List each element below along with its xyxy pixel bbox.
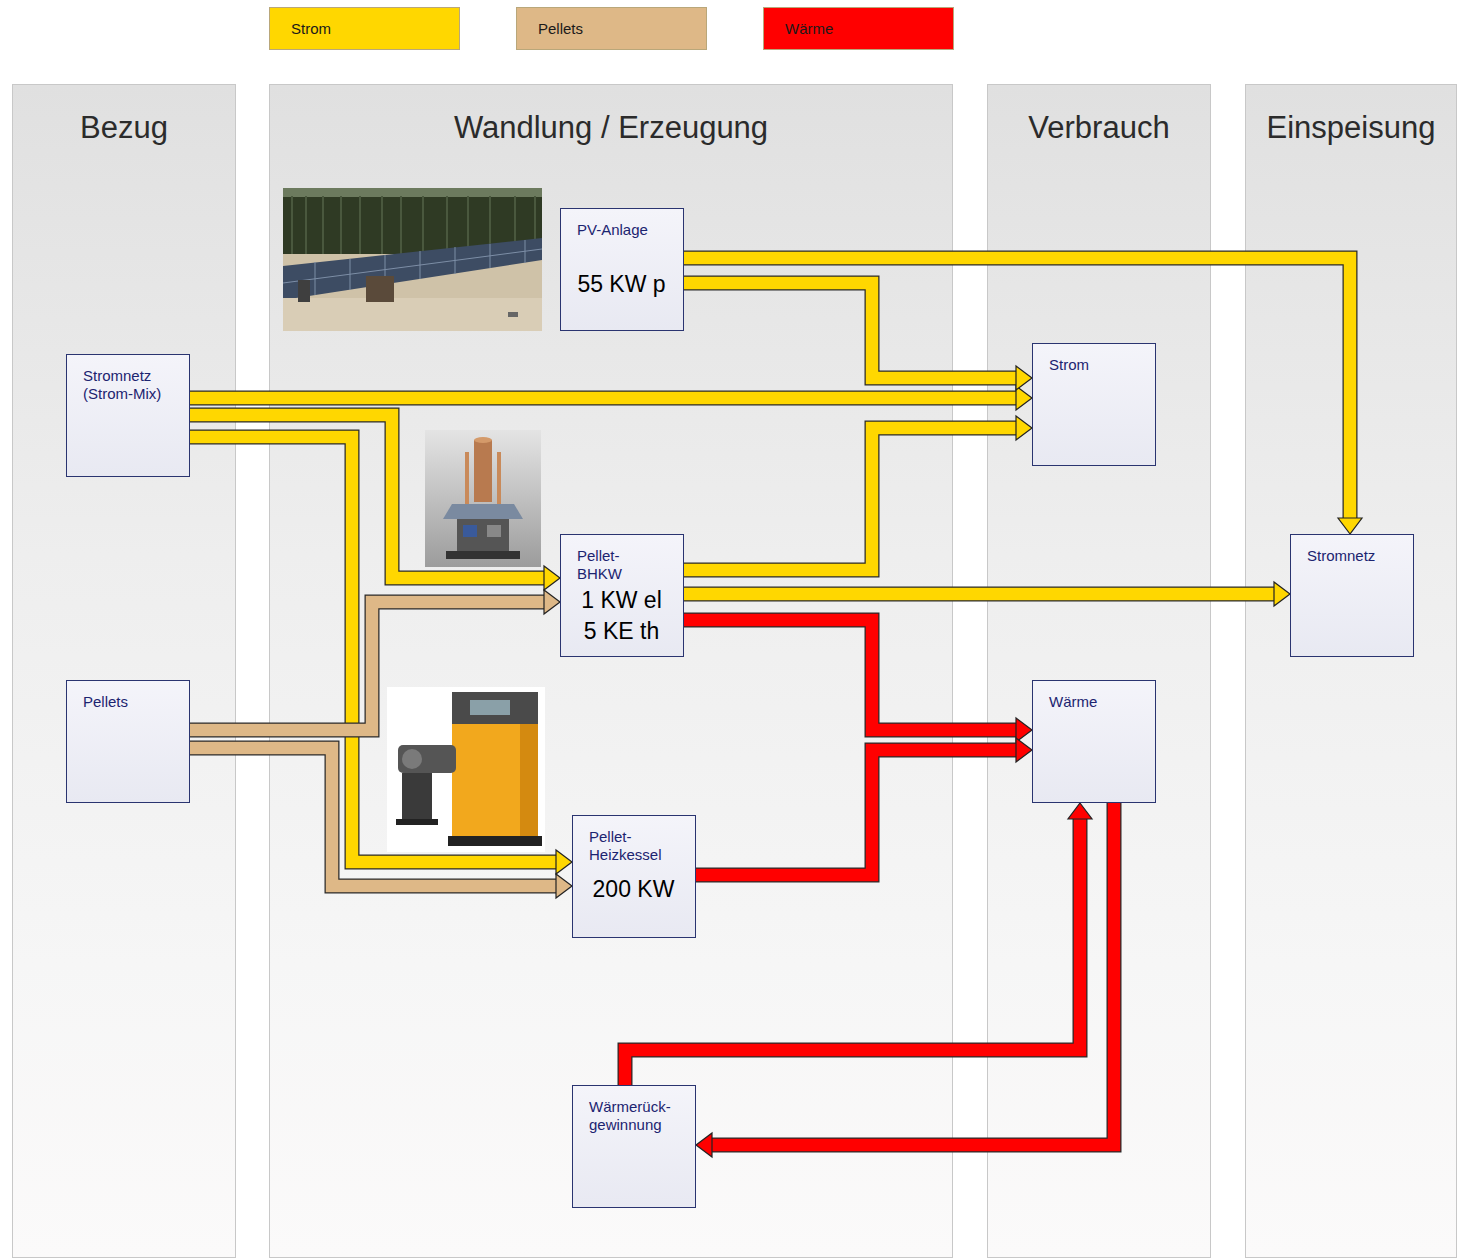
capacity-value: 1 KW el <box>569 585 674 616</box>
column-title: Wandlung / Erzeugung <box>270 110 952 146</box>
box-title: Strom <box>1049 356 1137 374</box>
box-title: Pellet- Heizkessel <box>589 828 677 864</box>
legend-label: Pellets <box>517 8 706 49</box>
legend-swatch: Strom <box>269 7 460 50</box>
component-box: Wärme <box>1032 680 1156 803</box>
column-title: Verbrauch <box>988 110 1210 146</box>
column-band: BezugStromnetz (Strom-Mix) Pellets <box>12 84 236 1258</box>
legend-swatch: Wärme <box>763 7 954 50</box>
box-title: Pellet- BHKW <box>577 547 665 583</box>
capacity-value: 55 KW p <box>569 269 674 300</box>
component-box: PV-Anlage 55 KW p <box>560 208 684 331</box>
component-box: Stromnetz (Strom-Mix) <box>66 354 190 477</box>
legend-swatch: Pellets <box>516 7 707 50</box>
column-band: VerbrauchStromWärme <box>987 84 1211 1258</box>
legend-label: Strom <box>270 8 459 49</box>
box-title: PV-Anlage <box>577 221 665 239</box>
component-box: Pellet- BHKW1 KW el5 KE th <box>560 534 684 657</box>
component-box: Pellet- Heizkessel 200 KW <box>572 815 696 938</box>
component-box: Stromnetz <box>1290 534 1414 657</box>
column-band: EinspeisungStromnetz <box>1245 84 1457 1258</box>
column-title: Einspeisung <box>1246 110 1456 146</box>
box-title: Wärmerück- gewinnung <box>589 1098 677 1134</box>
box-title: Stromnetz (Strom-Mix) <box>83 367 171 403</box>
capacity-value: 5 KE th <box>569 616 674 647</box>
column-band: Wandlung / ErzeugungPV-Anlage 55 KW p Pell… <box>269 84 953 1258</box>
box-title: Wärme <box>1049 693 1137 711</box>
column-title: Bezug <box>13 110 235 146</box>
legend-label: Wärme <box>764 8 953 49</box>
box-title: Pellets <box>83 693 171 711</box>
component-box: Strom <box>1032 343 1156 466</box>
capacity-value: 200 KW <box>581 874 686 905</box>
box-title: Stromnetz <box>1307 547 1395 565</box>
component-box: Pellets <box>66 680 190 803</box>
component-box: Wärmerück- gewinnung <box>572 1085 696 1208</box>
